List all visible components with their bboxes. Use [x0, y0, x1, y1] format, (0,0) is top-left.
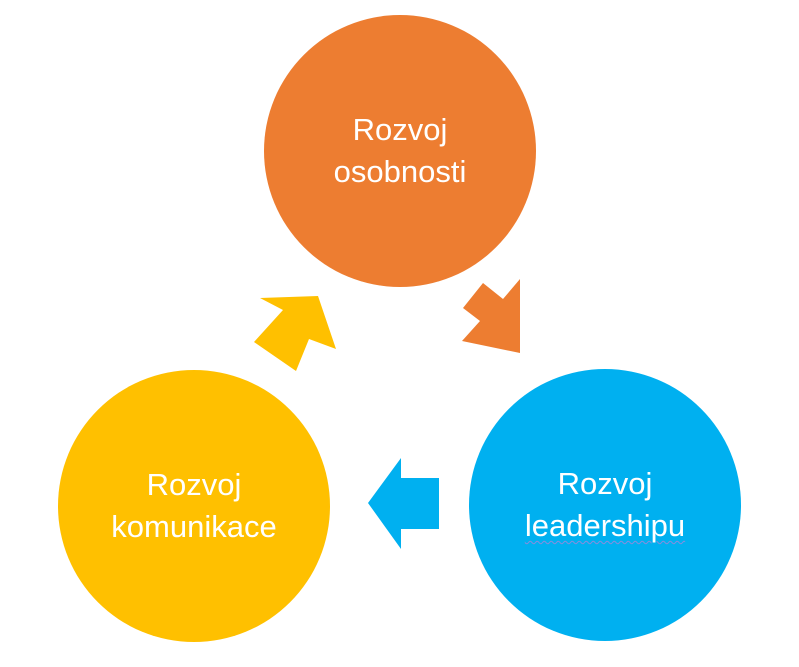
arrow-leadership-to-communication — [368, 458, 439, 549]
node-leadership-development: Rozvoj leadershipu — [469, 369, 741, 641]
node-label-line2: komunikace — [111, 509, 277, 544]
node-label-line1: Rozvoj — [146, 467, 242, 502]
node-personality-development: Rozvoj osobnosti — [264, 15, 536, 287]
node-label-line1: Rozvoj — [557, 466, 653, 501]
node-label-line1: Rozvoj — [352, 112, 448, 147]
node-label-line2: osobnosti — [333, 154, 467, 189]
node-label-line2: leadershipu — [524, 508, 686, 543]
arrow-personality-to-leadership — [462, 279, 520, 353]
node-communication-development: Rozvoj komunikace — [58, 370, 330, 642]
arrow-communication-to-personality — [254, 296, 336, 371]
